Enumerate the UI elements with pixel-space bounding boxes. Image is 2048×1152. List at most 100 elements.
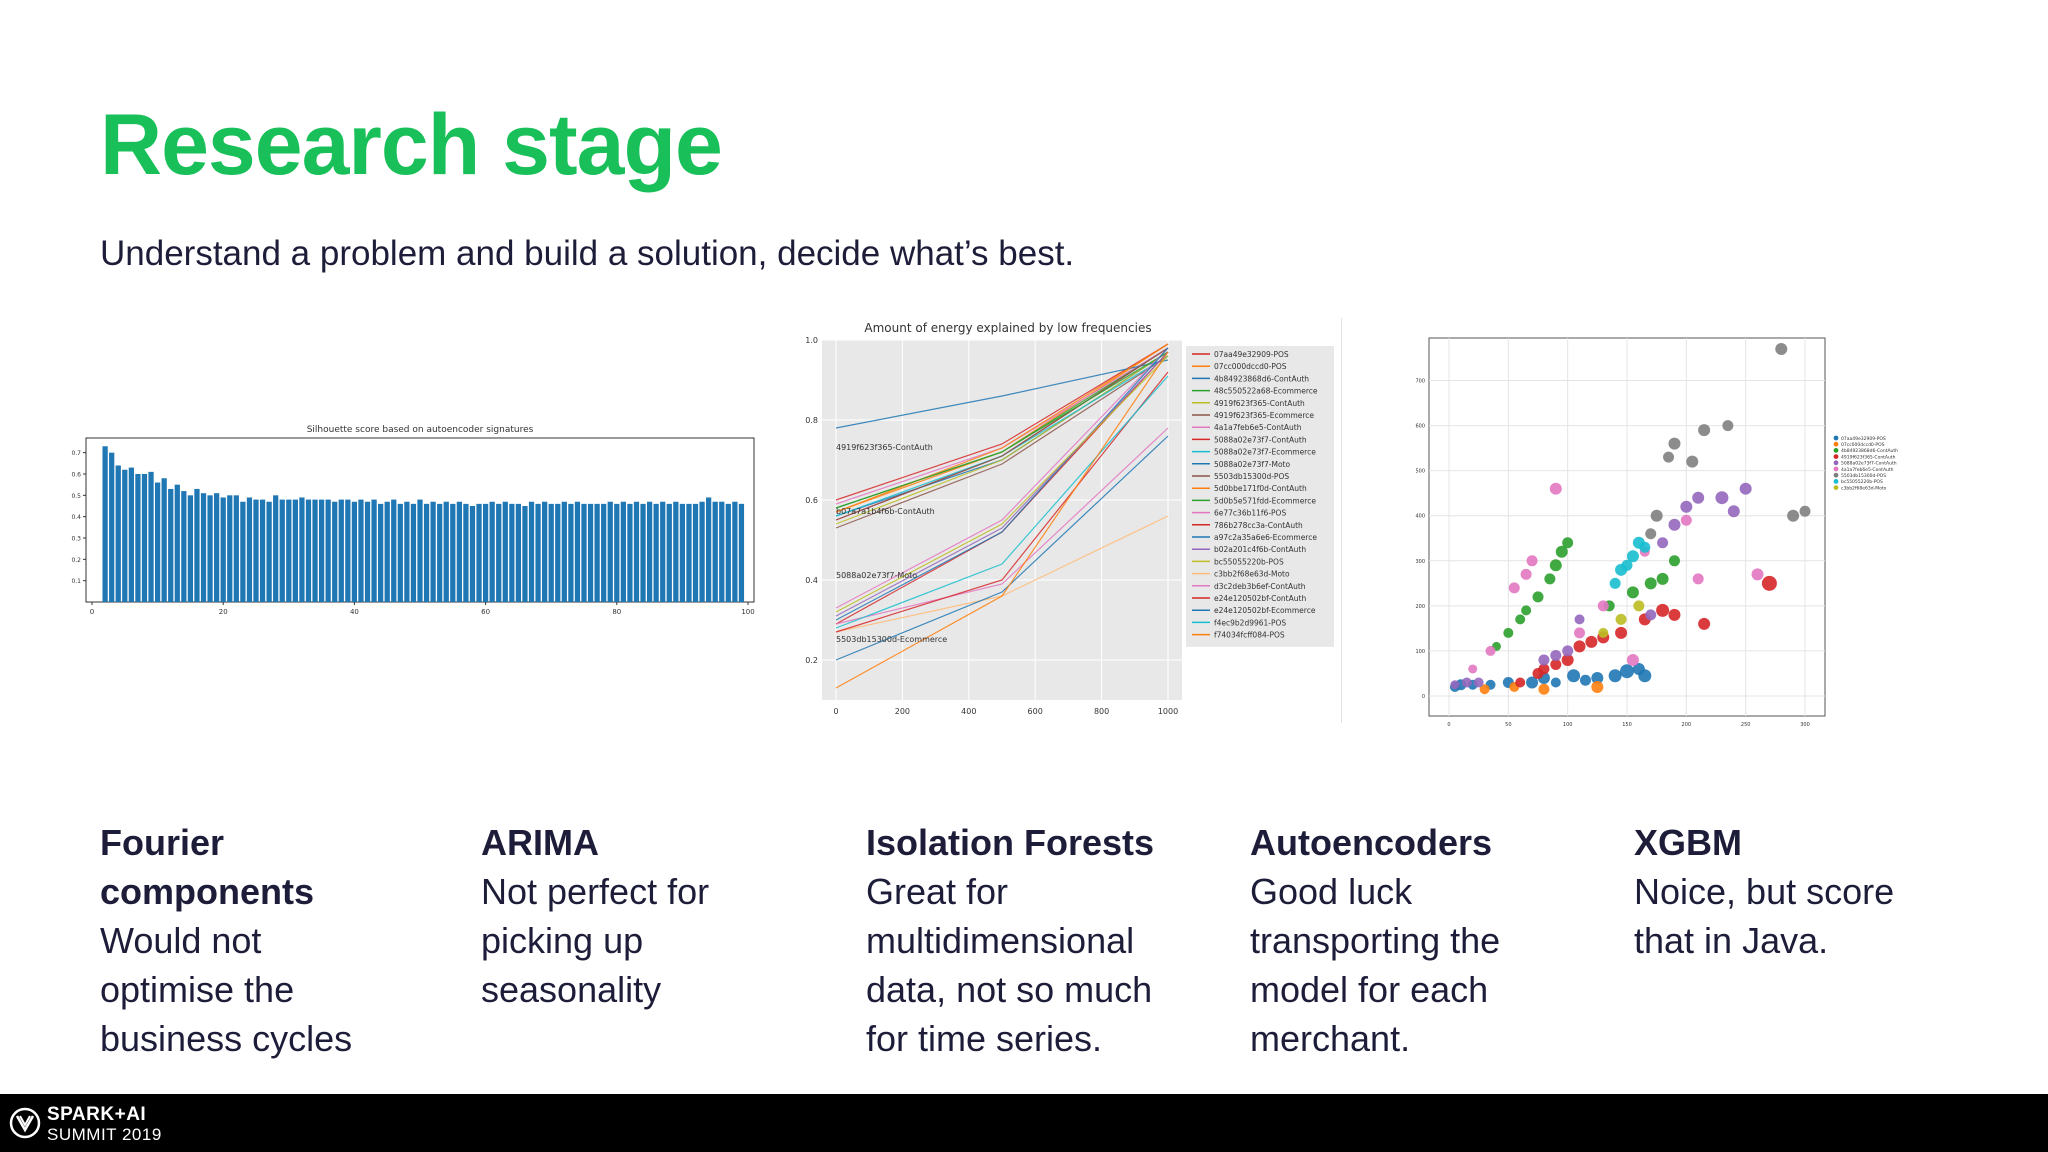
scatter-point	[1538, 683, 1550, 695]
bar	[391, 499, 397, 602]
bar	[371, 499, 377, 602]
scatter-point	[1633, 600, 1645, 612]
bar	[706, 497, 712, 602]
bar	[240, 501, 246, 602]
legend-marker	[1833, 460, 1839, 466]
slide-title: Research stage	[100, 97, 723, 193]
scatter-point	[1549, 559, 1562, 572]
bar	[364, 501, 371, 602]
scatter-point	[1562, 537, 1574, 549]
bar	[168, 488, 174, 602]
legend-label: 5088a02e73f7-Ecommerce	[1214, 448, 1316, 457]
scatter-point	[1585, 635, 1598, 648]
bar	[181, 491, 187, 602]
x-tick-label: 0	[833, 707, 838, 716]
legend-marker	[1833, 441, 1839, 447]
x-tick-label: 400	[961, 707, 976, 716]
legend-label: 5d0bbe171f0d-ContAuth	[1214, 484, 1307, 493]
bar	[259, 499, 266, 602]
x-tick-label: 1000	[1158, 707, 1178, 716]
bar	[607, 501, 613, 602]
series-annotation: 5088a02e73f7-Moto	[836, 571, 917, 580]
bar	[620, 501, 626, 602]
bar	[443, 501, 449, 602]
x-tick-label: 80	[612, 608, 621, 616]
x-tick-label: 100	[1563, 722, 1573, 728]
scatter-point	[1544, 573, 1556, 585]
scatter-point	[1550, 658, 1562, 670]
series-annotation: 5503db15300d-Ecommerce	[836, 635, 947, 644]
legend-label: d3c2deb3b6ef-ContAuth	[1214, 582, 1306, 591]
scatter-point	[1574, 614, 1585, 625]
bar	[594, 503, 600, 602]
scatter-point	[1461, 677, 1472, 688]
bar	[286, 499, 292, 602]
y-tick-label: 0.4	[71, 514, 81, 521]
legend-label: bc55055220b-POS	[1841, 479, 1883, 485]
scatter-point	[1680, 500, 1693, 513]
scatter-point	[1468, 664, 1478, 674]
bar	[273, 495, 279, 602]
y-tick-label: 0.1	[71, 578, 81, 585]
chart-title: Amount of energy explained by low freque…	[864, 321, 1151, 335]
scatter-point	[1638, 669, 1652, 683]
column-text: Would not optimise the business cycles	[100, 920, 353, 1059]
series-line	[835, 347, 1169, 609]
y-tick-label: 0.4	[805, 576, 818, 585]
legend-label: f74034fcff084-POS	[1214, 631, 1285, 640]
scatter-point	[1521, 605, 1532, 616]
legend-label: e24e120502bf-Ecommerce	[1214, 606, 1316, 615]
scatter-point	[1680, 514, 1692, 526]
bar	[299, 497, 305, 602]
bar	[338, 499, 344, 602]
legend-box	[1186, 346, 1334, 647]
bar	[528, 501, 535, 602]
column-xgbm: XGBM Noice, but score that in Java.	[1634, 818, 1924, 965]
series-line	[835, 435, 1169, 661]
legend-label: 07aa49e32909-POS	[1214, 350, 1289, 359]
bar	[719, 501, 725, 602]
bar	[292, 499, 298, 602]
legend-marker	[1833, 485, 1839, 490]
column-text: Noice, but score that in Java.	[1634, 871, 1895, 961]
legend-label: 5088a02e73f7-Moto	[1214, 460, 1291, 469]
bar	[653, 503, 659, 602]
bar	[660, 501, 666, 602]
column-autoencoders: Autoencoders Good luck transporting the …	[1250, 818, 1550, 1063]
silhouette-chart-panel: Silhouette score based on autoencoder si…	[62, 420, 762, 620]
scatter-point	[1598, 627, 1609, 638]
x-tick-label: 200	[895, 707, 910, 716]
series-line	[835, 351, 1169, 617]
scatter-point	[1555, 545, 1568, 558]
scatter-point	[1727, 505, 1740, 518]
bar	[515, 503, 522, 602]
series-line	[835, 427, 1169, 625]
series-line	[835, 347, 1169, 621]
column-title: Fourier components	[100, 822, 315, 912]
legend-marker	[1833, 466, 1839, 472]
bar	[253, 499, 259, 602]
x-tick-label: 300	[1800, 722, 1810, 728]
bar	[555, 503, 561, 602]
scatter-point	[1650, 509, 1663, 522]
scatter-point	[1715, 491, 1729, 505]
legend-marker	[1833, 435, 1839, 441]
bar	[548, 503, 554, 602]
legend-label: 6e77c36b11f6-POS	[1214, 509, 1286, 518]
y-tick-label: 200	[1415, 604, 1425, 610]
bar	[148, 471, 154, 602]
y-tick-label: 1.0	[805, 336, 818, 345]
scatter-point	[1538, 663, 1550, 675]
scatter-point	[1615, 613, 1627, 625]
x-tick-label: 0	[1447, 722, 1450, 728]
series-line	[835, 355, 1169, 529]
scatter-point	[1573, 640, 1586, 653]
bar	[640, 503, 646, 602]
legend-marker	[1833, 448, 1839, 453]
x-tick-label: 20	[219, 608, 228, 616]
scatter-point	[1561, 653, 1574, 666]
series-line	[835, 359, 1169, 429]
x-tick-label: 60	[481, 608, 490, 616]
bar	[410, 503, 417, 602]
energy-chart-panel: Amount of energy explained by low freque…	[790, 314, 1345, 726]
